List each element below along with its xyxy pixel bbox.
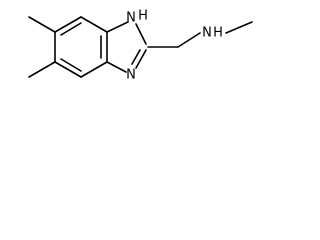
benzene-ring xyxy=(54,16,108,78)
molecule-structure: N H N N H xyxy=(28,9,253,83)
methyl-bond-bottom xyxy=(28,61,56,78)
bond-n1-c2 xyxy=(135,23,147,45)
imidazole-ring xyxy=(106,21,147,73)
bond-c7-c7a xyxy=(80,61,108,78)
bond-n3-c3a xyxy=(106,61,127,73)
ring-nh-nitrogen-label: N xyxy=(126,11,136,26)
bond-nh-ch3 xyxy=(225,21,253,34)
bond-c3a-c4 xyxy=(80,16,108,33)
double-bond-c6-c7-inner xyxy=(60,58,82,72)
amine-hydrogen-label: H xyxy=(213,26,223,41)
bond-c7a-n1 xyxy=(106,21,129,33)
double-bond-c4-c5-inner xyxy=(60,22,82,36)
bond-ch2-nh xyxy=(177,32,201,48)
bond-c4-c5 xyxy=(54,16,82,33)
ring-nh-hydrogen-label: H xyxy=(138,9,148,24)
amine-nitrogen-label: N xyxy=(202,26,212,41)
double-bond-c2-n3-inner xyxy=(131,49,141,65)
bond-c2-n3 xyxy=(135,49,147,69)
ring-nitrogen-label: N xyxy=(126,68,136,83)
bond-c6-c7 xyxy=(54,61,82,78)
methyl-bond-top xyxy=(28,16,56,33)
